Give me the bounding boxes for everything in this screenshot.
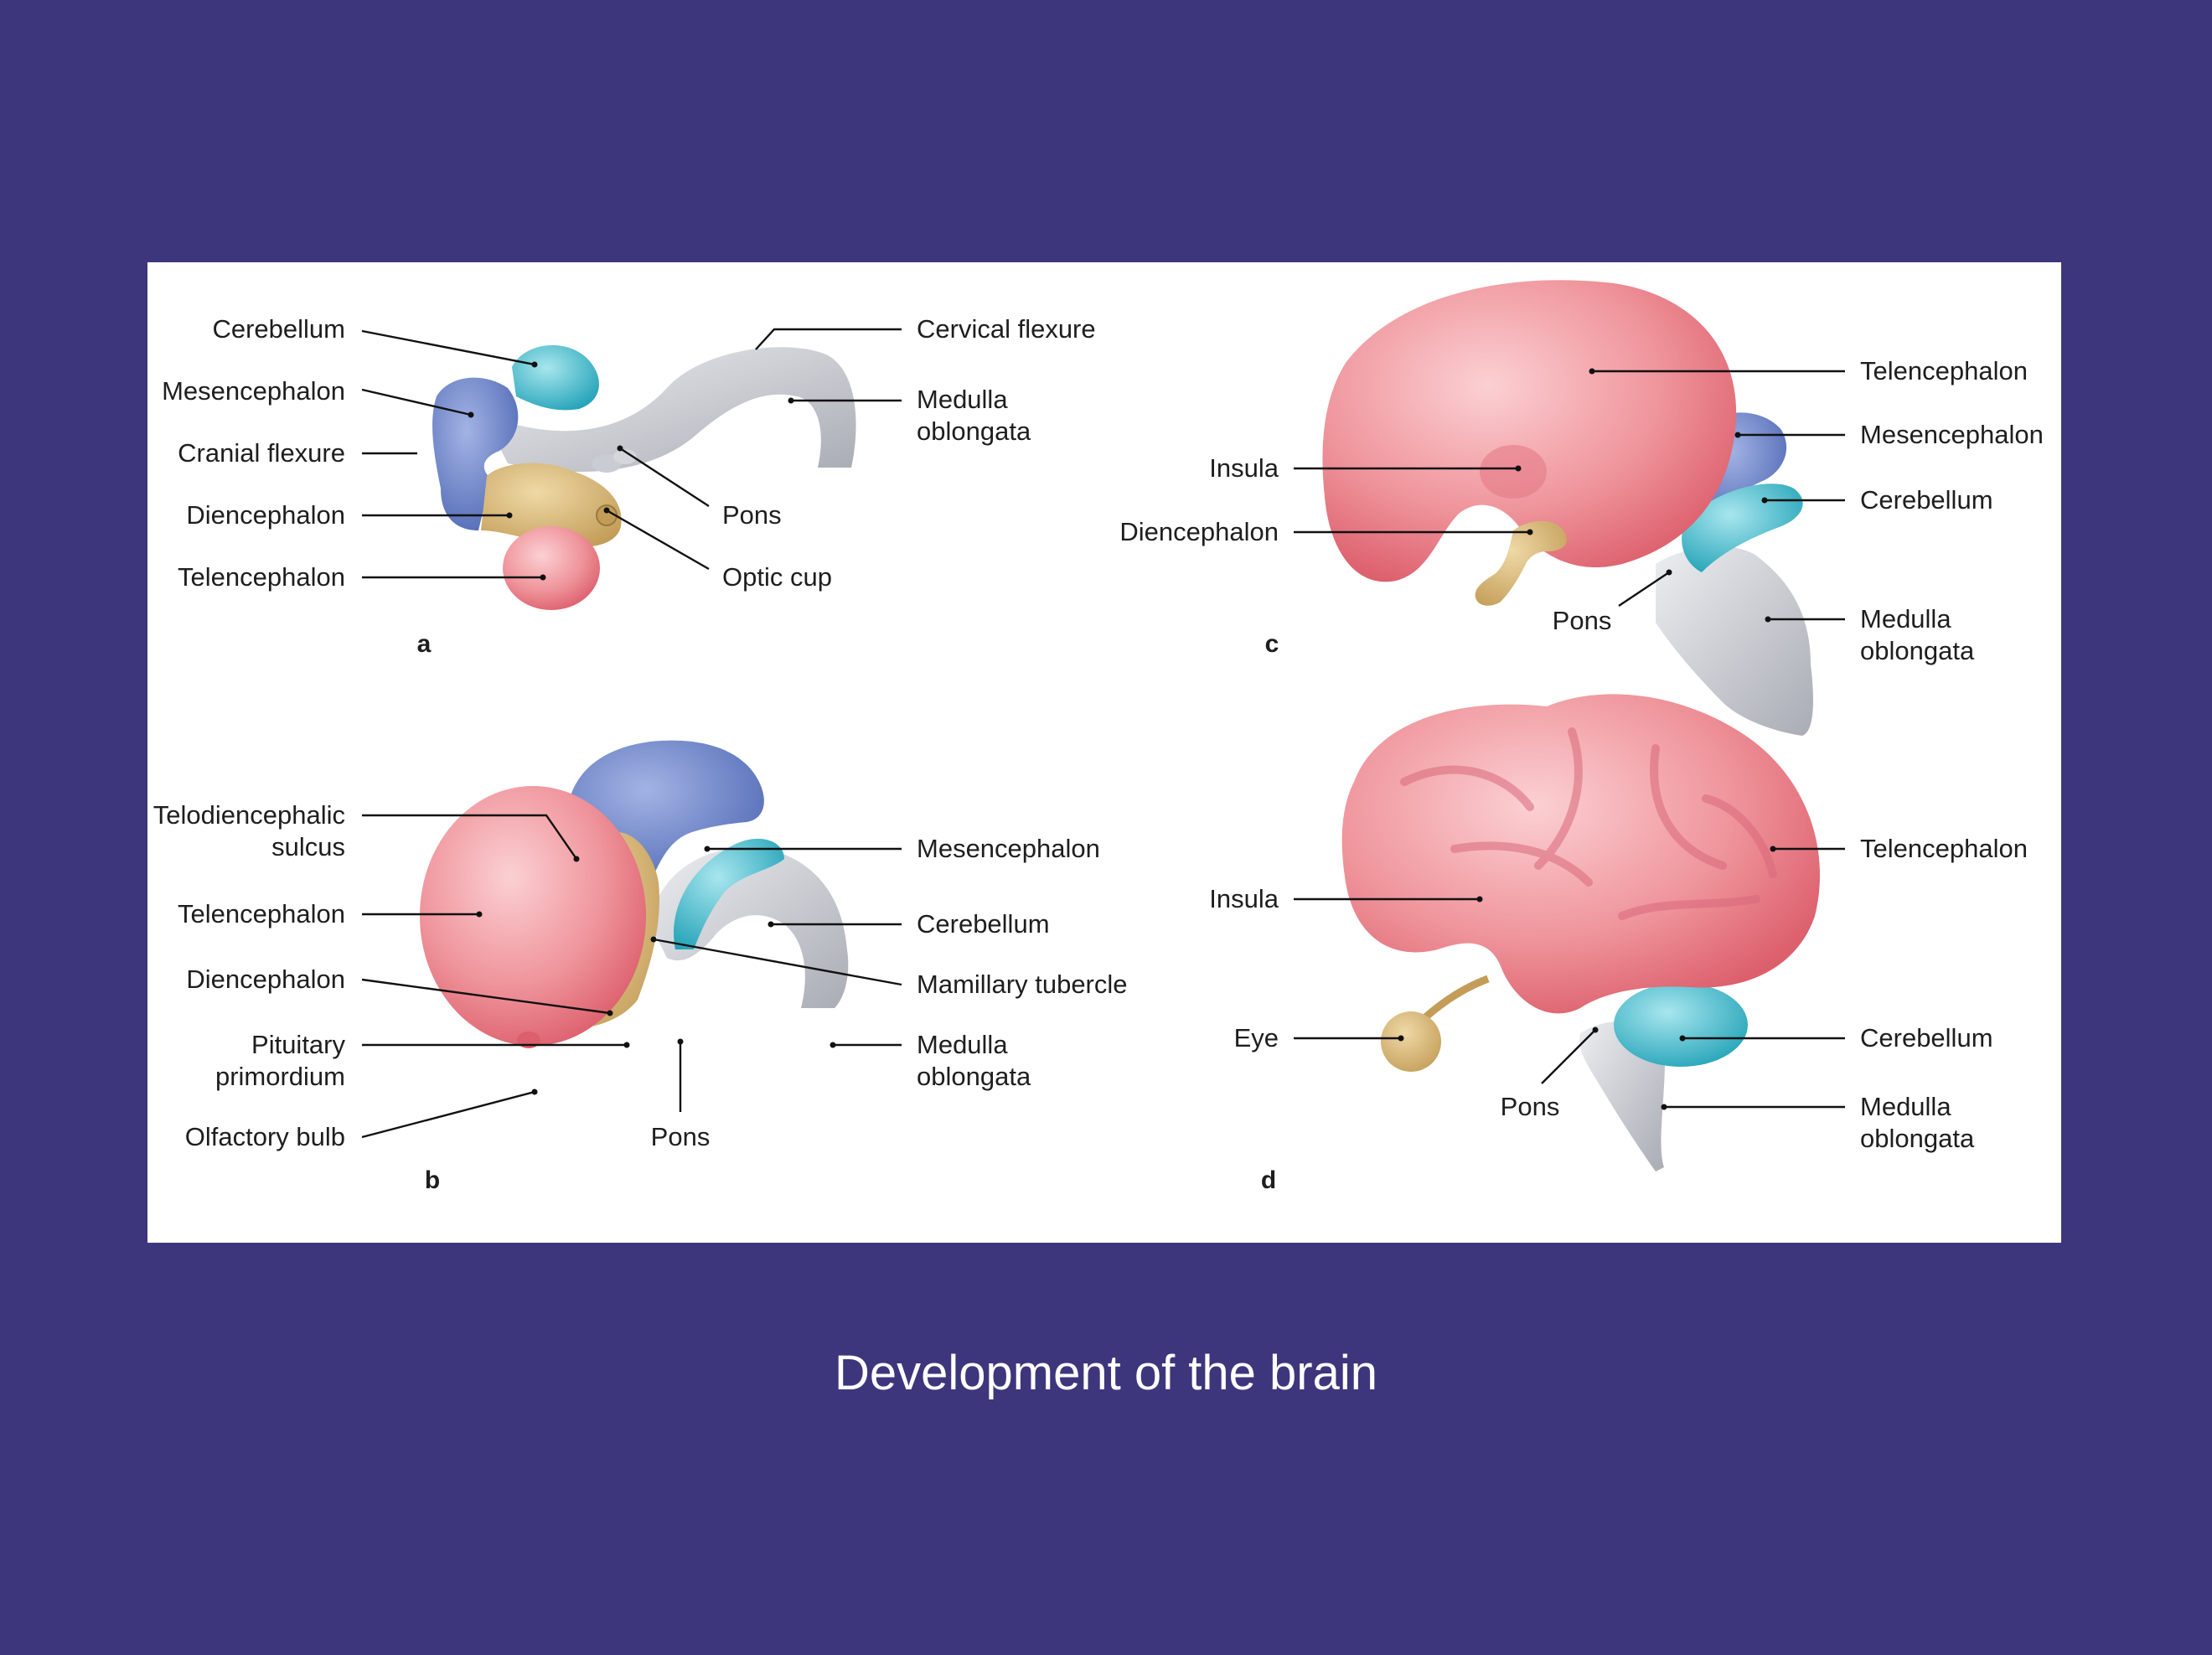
panel-c-illustration — [1322, 280, 1813, 736]
panel-letter-d: d — [1261, 1166, 1276, 1194]
label-a-medulla-2: oblongata — [917, 416, 1031, 446]
label-d-telencephalon: Telencephalon — [1860, 834, 2028, 863]
label-c-insula: Insula — [1209, 453, 1279, 483]
panel-a-telencephalon — [503, 526, 600, 610]
panel-b-mesencephalon — [566, 740, 764, 882]
label-b-pituitary-1: Pituitary — [251, 1030, 345, 1059]
label-c-diencephalon: Diencephalon — [1119, 517, 1279, 546]
brain-development-diagram: Cerebellum Mesencephalon Cranial flexure… — [153, 280, 2044, 1194]
label-a-cerebellum: Cerebellum — [212, 314, 345, 344]
label-d-eye: Eye — [1234, 1023, 1279, 1052]
panel-a: Cerebellum Mesencephalon Cranial flexure… — [162, 314, 1096, 658]
label-d-medulla-1: Medulla — [1860, 1092, 1951, 1121]
panel-d-eye — [1381, 1011, 1441, 1072]
label-c-pons: Pons — [1553, 606, 1612, 635]
panel-a-pons-knob — [613, 449, 637, 464]
panel-b-leaders — [361, 814, 902, 1139]
panel-c: Telencephalon Mesencephalon Cerebellum M… — [1119, 280, 2044, 736]
panel-b-telencephalon — [420, 786, 646, 1046]
panel-a-mesencephalon — [432, 377, 519, 530]
label-d-pons: Pons — [1501, 1092, 1560, 1121]
panel-b-cerebellum — [674, 838, 784, 949]
panel-c-diencephalon — [1475, 520, 1567, 606]
label-b-telodiencephalic-2: sulcus — [271, 832, 345, 861]
panel-a-diencephalon — [481, 463, 622, 547]
label-a-mesencephalon: Mesencephalon — [162, 376, 345, 406]
panel-a-cerebellum — [512, 344, 599, 411]
panel-c-insula — [1480, 445, 1547, 499]
label-b-telencephalon: Telencephalon — [178, 899, 345, 928]
panel-c-brainstem — [1656, 546, 1813, 736]
panel-a-leaders — [361, 328, 902, 581]
label-b-mamillary: Mamillary tubercle — [917, 970, 1128, 999]
panel-d: Telencephalon Cerebellum Medulla oblonga… — [1209, 694, 2028, 1194]
label-b-cerebellum: Cerebellum — [917, 909, 1050, 939]
panel-a-brainstem — [483, 347, 856, 472]
label-c-medulla-1: Medulla — [1860, 604, 1951, 634]
panel-b: Telodiencephalic sulcus Telencephalon Di… — [153, 740, 1128, 1194]
panel-a-illustration — [432, 344, 856, 610]
panel-letter-a: a — [417, 630, 432, 658]
slide-caption: Development of the brain — [834, 1346, 1378, 1400]
label-b-pituitary-2: primordium — [215, 1062, 345, 1091]
label-c-mesencephalon: Mesencephalon — [1860, 420, 2044, 449]
label-a-optic-cup: Optic cup — [722, 562, 832, 592]
label-a-diencephalon: Diencephalon — [186, 500, 345, 530]
panel-d-gyri — [1400, 727, 1777, 920]
label-b-medulla-2: oblongata — [917, 1062, 1031, 1091]
label-b-pons: Pons — [651, 1122, 711, 1151]
label-d-cerebellum: Cerebellum — [1860, 1023, 1993, 1052]
panel-letter-c: c — [1265, 630, 1279, 658]
panel-letter-b: b — [425, 1166, 440, 1194]
label-b-medulla-1: Medulla — [917, 1030, 1008, 1059]
label-a-medulla-1: Medulla — [917, 385, 1008, 414]
label-a-pons: Pons — [722, 500, 782, 530]
label-b-olfactory-bulb: Olfactory bulb — [185, 1122, 345, 1151]
label-b-diencephalon: Diencephalon — [186, 965, 345, 994]
label-c-telencephalon: Telencephalon — [1860, 356, 2028, 385]
label-d-medulla-2: oblongata — [1860, 1124, 1975, 1153]
label-c-cerebellum: Cerebellum — [1860, 485, 1993, 515]
label-b-telodiencephalic-1: Telodiencephalic — [153, 800, 345, 830]
panel-d-telencephalon — [1341, 694, 1820, 1014]
label-a-telencephalon: Telencephalon — [178, 562, 345, 592]
label-b-mesencephalon: Mesencephalon — [917, 834, 1100, 863]
panel-c-telencephalon — [1322, 280, 1737, 582]
panel-d-cerebellum — [1614, 983, 1748, 1067]
figure-panel: Cerebellum Mesencephalon Cranial flexure… — [147, 262, 2061, 1243]
panel-d-illustration — [1341, 694, 1820, 1171]
label-c-medulla-2: oblongata — [1860, 636, 1975, 665]
label-a-cranial-flexure: Cranial flexure — [178, 438, 345, 468]
panel-c-leaders — [1294, 368, 1845, 623]
label-d-insula: Insula — [1209, 884, 1279, 913]
label-a-cervical-flexure: Cervical flexure — [917, 314, 1096, 344]
panel-d-leaders — [1294, 846, 1845, 1110]
panel-c-cerebellum — [1682, 484, 1803, 572]
panel-b-illustration — [420, 740, 849, 1048]
